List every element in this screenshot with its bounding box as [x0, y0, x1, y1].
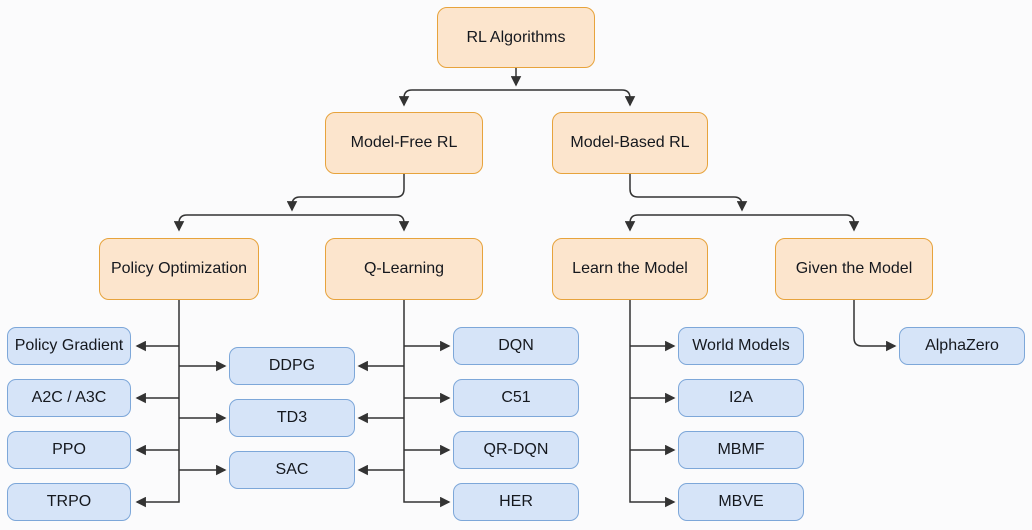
node-given-the-model: Given the Model [775, 238, 933, 300]
edge-ql-to-her [403, 300, 451, 508]
node-qr-dqn-label: QR-DQN [483, 441, 549, 459]
node-learn-the-model: Learn the Model [552, 238, 708, 300]
node-model-based-rl: Model-Based RL [552, 112, 708, 174]
node-ddpg-label: DDPG [268, 357, 316, 375]
node-mbve: MBVE [678, 483, 804, 521]
node-policy-gradient: Policy Gradient [7, 327, 131, 365]
node-td3-label: TD3 [276, 409, 308, 427]
node-her: HER [453, 483, 579, 521]
node-sac: SAC [229, 451, 355, 489]
edge-model-based-to-bus [629, 174, 748, 212]
node-given-the-model-label: Given the Model [795, 260, 913, 278]
node-qr-dqn: QR-DQN [453, 431, 579, 469]
node-q-learning: Q-Learning [325, 238, 483, 300]
node-mbmf: MBMF [678, 431, 804, 469]
node-world-models: World Models [678, 327, 804, 365]
node-td3: TD3 [229, 399, 355, 437]
edge-po-to-trpo [135, 300, 180, 508]
node-i2a: I2A [678, 379, 804, 417]
edge-bus3-to-given-the-model [742, 214, 860, 232]
node-learn-the-model-label: Learn the Model [572, 260, 688, 278]
node-c51-label: C51 [501, 389, 531, 407]
node-ddpg: DDPG [229, 347, 355, 385]
node-sac-label: SAC [275, 461, 309, 479]
node-rl-algorithms: RL Algorithms [437, 7, 595, 68]
node-trpo-label: TRPO [46, 493, 92, 511]
node-dqn: DQN [453, 327, 579, 365]
node-ppo: PPO [7, 431, 131, 469]
node-policy-optimization: Policy Optimization [99, 238, 259, 300]
edge-bus2-to-q-learning [292, 214, 410, 232]
node-model-free-rl-label: Model-Free RL [350, 134, 458, 152]
node-alphazero-label: AlphaZero [925, 337, 999, 355]
node-i2a-label: I2A [728, 389, 753, 407]
node-policy-gradient-label: Policy Gradient [14, 337, 124, 355]
edge-bus1-to-model-based [516, 89, 636, 107]
node-mbmf-label: MBMF [717, 441, 765, 459]
node-ppo-label: PPO [52, 441, 86, 459]
node-dqn-label: DQN [498, 337, 534, 355]
node-a2c-a3c: A2C / A3C [7, 379, 131, 417]
edge-bus2-to-policy-optimization [173, 214, 292, 232]
node-world-models-label: World Models [692, 337, 790, 355]
node-rl-algorithms-label: RL Algorithms [466, 28, 566, 46]
edge-bus1-to-model-free [398, 89, 516, 107]
edge-model-free-to-bus [286, 174, 405, 212]
node-model-based-rl-label: Model-Based RL [570, 134, 690, 152]
edge-bus3-to-learn-the-model [624, 214, 742, 232]
node-trpo: TRPO [7, 483, 131, 521]
node-q-learning-label: Q-Learning [363, 260, 445, 278]
node-mbve-label: MBVE [718, 493, 764, 511]
node-policy-optimization-label: Policy Optimization [110, 260, 248, 278]
node-her-label: HER [499, 493, 533, 511]
node-c51: C51 [453, 379, 579, 417]
node-alphazero: AlphaZero [899, 327, 1025, 365]
node-a2c-a3c-label: A2C / A3C [31, 389, 107, 407]
edge-lm-to-mbve [629, 300, 676, 508]
node-model-free-rl: Model-Free RL [325, 112, 483, 174]
edge-gm-to-alphazero [853, 300, 897, 352]
